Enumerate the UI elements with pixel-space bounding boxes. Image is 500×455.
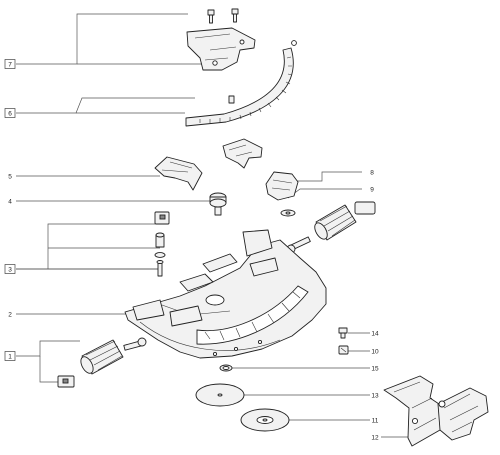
- leader-1-a: [16, 340, 80, 357]
- label-3: 3: [4, 264, 16, 274]
- label-1: 1: [4, 351, 16, 361]
- part-1-handle-grip: [80, 339, 124, 375]
- part-3-washer: [154, 252, 166, 258]
- svg-text:2: 2: [8, 311, 12, 318]
- leader-3-a: [16, 223, 155, 270]
- part-13-disc: [195, 383, 245, 407]
- label-13: 13: [371, 392, 379, 399]
- part-1-bolt: [123, 337, 147, 351]
- label-11: 11: [372, 417, 379, 424]
- part-7-bracket: [186, 27, 256, 71]
- svg-text:3: 3: [8, 266, 12, 273]
- label-8: 8: [370, 169, 374, 176]
- leader-6-a: [16, 97, 195, 114]
- svg-text:15: 15: [371, 365, 379, 372]
- svg-text:10: 10: [371, 348, 379, 355]
- part-4-knob: [209, 192, 227, 216]
- label-9: 9: [370, 186, 374, 193]
- part-12-angle-bracket: [383, 375, 489, 447]
- leader-8: [282, 171, 362, 182]
- label-2: 2: [8, 311, 12, 318]
- part-6-curved-scale: [185, 40, 297, 127]
- part-10-setscrew: [338, 345, 349, 355]
- part-3-pin: [156, 260, 164, 277]
- svg-text:6: 6: [8, 110, 12, 117]
- label-15: 15: [371, 365, 379, 372]
- svg-text:4: 4: [8, 198, 12, 205]
- part-1-nut: [57, 375, 75, 388]
- label-5: 5: [8, 173, 12, 180]
- label-6: 6: [4, 108, 16, 118]
- part-14-screw: [338, 327, 348, 339]
- leader-1-b: [39, 356, 58, 383]
- svg-text:9: 9: [370, 186, 374, 193]
- label-7: 7: [4, 59, 16, 69]
- clip-bracket: [222, 138, 263, 169]
- svg-text:12: 12: [371, 434, 379, 441]
- part-5-spring-clip: [154, 156, 203, 191]
- handle-grip-right: [314, 201, 376, 241]
- label-4: 4: [8, 198, 12, 205]
- part-3-sleeve: [155, 232, 165, 248]
- part-8-lever-knob: [265, 171, 299, 201]
- svg-text:5: 5: [8, 173, 12, 180]
- svg-text:14: 14: [371, 330, 379, 337]
- label-14: 14: [371, 330, 379, 337]
- svg-text:1: 1: [8, 353, 12, 360]
- part-15-ring: [219, 364, 233, 372]
- top-screw-right: [231, 8, 239, 23]
- svg-text:11: 11: [372, 417, 379, 424]
- svg-text:13: 13: [371, 392, 379, 399]
- leader-7-top: [16, 13, 188, 65]
- label-12: 12: [371, 434, 379, 441]
- svg-text:8: 8: [370, 169, 374, 176]
- svg-text:7: 7: [8, 61, 12, 68]
- leader-9: [287, 188, 362, 199]
- part-11-disc: [240, 408, 290, 432]
- top-screw-left: [207, 9, 215, 24]
- label-10: 10: [371, 348, 379, 355]
- part-2-base-plate: [124, 229, 327, 359]
- leader-lines: [16, 13, 412, 438]
- part-9-washer: [280, 209, 296, 217]
- part-3-block: [154, 211, 170, 225]
